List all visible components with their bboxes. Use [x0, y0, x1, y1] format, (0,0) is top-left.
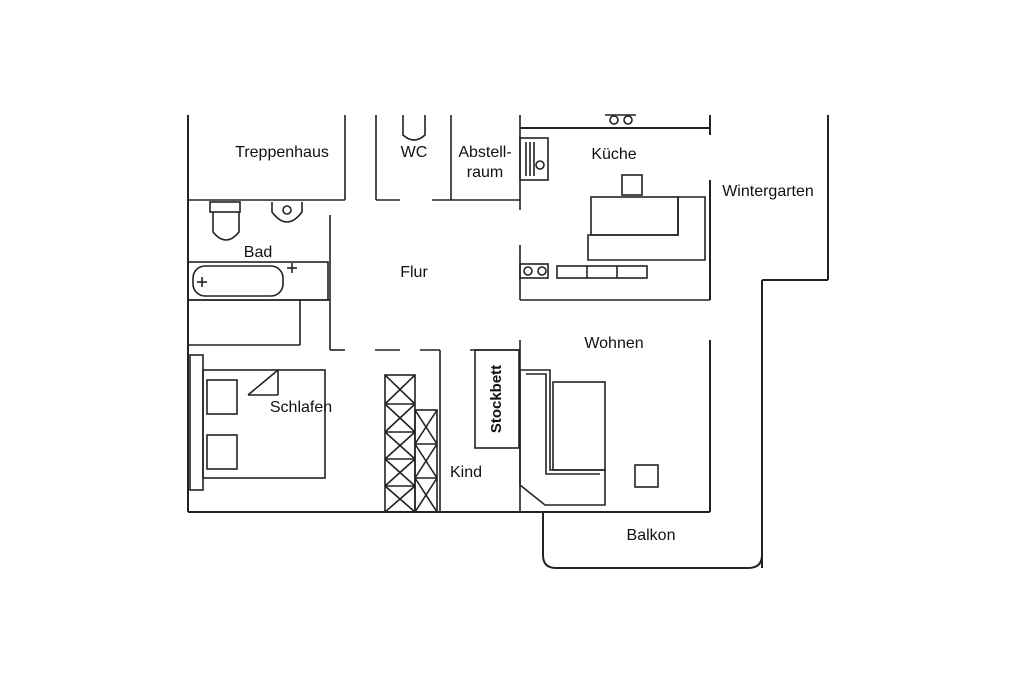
bath-fixtures [187, 201, 329, 301]
room-label-abstellraum-line1: Abstell- [458, 144, 512, 161]
room-label-kueche: Küche [591, 146, 637, 163]
living-room-furniture [519, 369, 659, 506]
room-label-bad: Bad [243, 244, 273, 261]
room-label-wohnen: Wohnen [584, 335, 644, 352]
room-label-kind: Kind [449, 464, 483, 481]
room-label-wintergarten: Wintergarten [722, 183, 814, 200]
room-label-balkon: Balkon [626, 527, 676, 544]
room-label-wc: WC [400, 144, 428, 161]
bedroom-furniture [189, 354, 326, 491]
wc-fixtures [402, 115, 426, 141]
room-label-abstellraum-line2: raum [466, 164, 504, 181]
outer-walls [187, 115, 829, 569]
label-stockbett: Stockbett [488, 364, 505, 434]
room-label-flur: Flur [400, 264, 428, 281]
child-room-wardrobes [384, 349, 520, 513]
room-label-schlafen: Schlafen [269, 399, 333, 416]
room-label-treppenhaus: Treppenhaus [235, 144, 329, 161]
kitchen-fixtures [519, 114, 706, 279]
